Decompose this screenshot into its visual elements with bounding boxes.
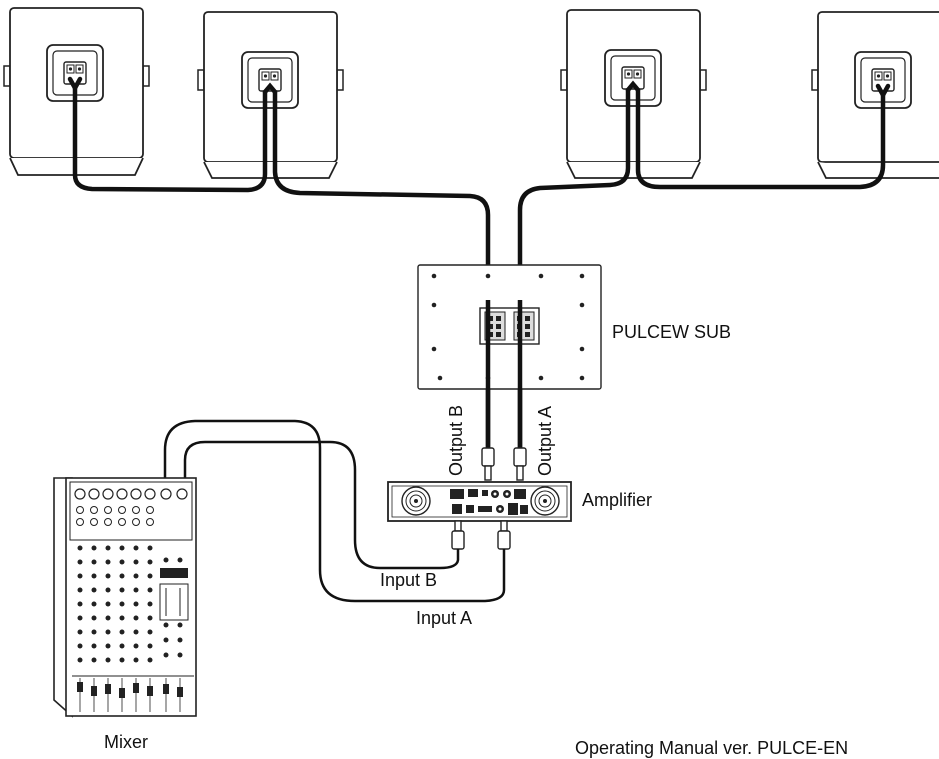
speaker-4 — [811, 11, 939, 179]
footer-text: Operating Manual ver. PULCE-EN — [575, 738, 849, 758]
speaker-cables — [67, 76, 891, 463]
label-pulcew-sub: PULCEW SUB — [612, 322, 732, 342]
label-output-a: Output A — [535, 405, 555, 476]
speaker-3 — [560, 9, 707, 179]
label-mixer: Mixer — [104, 732, 148, 752]
label-input-a: Input A — [416, 608, 473, 628]
amplifier — [387, 481, 572, 522]
input-plugs — [451, 520, 511, 550]
label-output-b: Output B — [446, 404, 466, 476]
pulcew-sub — [417, 264, 602, 390]
speaker-2 — [197, 11, 344, 179]
input-cables — [163, 419, 506, 603]
mixer — [53, 477, 197, 718]
label-amplifier: Amplifier — [582, 490, 653, 510]
speaker-1 — [3, 7, 150, 176]
output-plugs — [481, 447, 527, 481]
label-input-b: Input B — [380, 570, 438, 590]
